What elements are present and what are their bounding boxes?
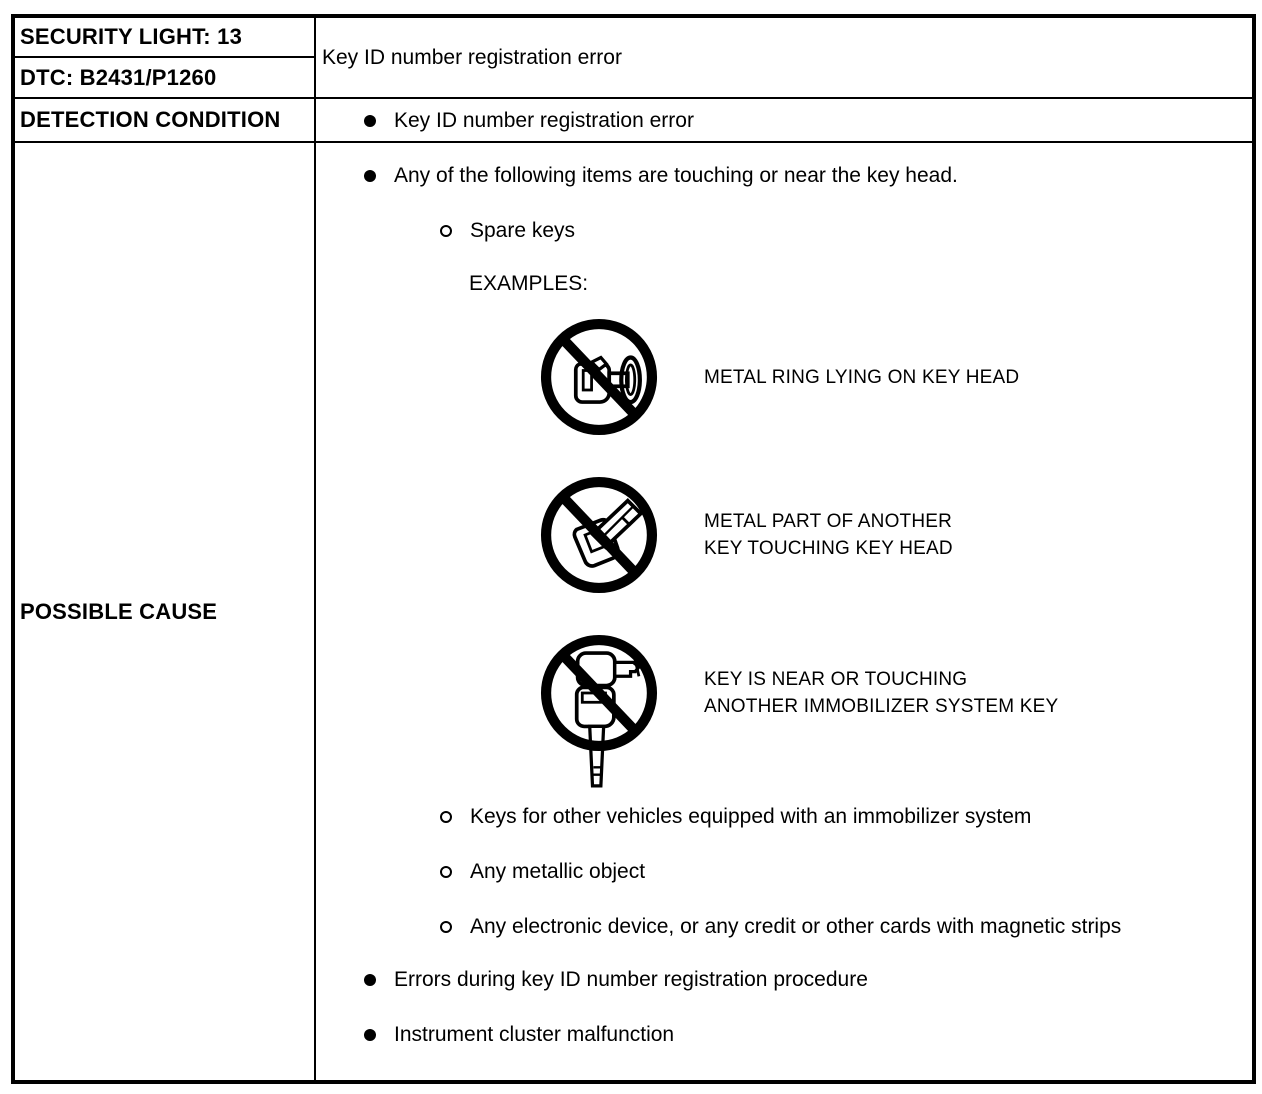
possible-cause-value-cell: Any of the following items are touching … [314, 141, 1255, 1083]
detection-condition-value-cell: Key ID number registration error [314, 97, 1255, 143]
cause-item-registration-errors-text: Errors during key ID number registration… [394, 968, 868, 991]
dtc-description-text: Key ID number registration error [322, 45, 622, 69]
possible-cause-content: Any of the following items are touching … [316, 143, 1252, 1049]
sub-item-metallic-object-text: Any metallic object [470, 860, 646, 883]
examples-label: EXAMPLES: [469, 272, 589, 295]
cause-item-touching: Any of the following items are touching … [364, 161, 1242, 190]
bullet-icon [364, 114, 376, 127]
detection-condition-text: Key ID number registration error [394, 108, 694, 132]
sub-bullet-icon [440, 811, 452, 823]
example-caption: METAL RING LYING ON KEY HEAD [704, 366, 1020, 388]
bullet-icon [364, 974, 376, 986]
example-caption: KEY IS NEAR OR TOUCHING ANOTHER IMMOBILI… [704, 669, 1059, 717]
no-key-near-immobilizer-key-icon [534, 628, 664, 788]
possible-cause-cell: POSSIBLE CAUSE [12, 141, 316, 1083]
bullet-icon [364, 1029, 376, 1041]
table-row: DETECTION CONDITION Key ID number regist… [12, 97, 1255, 143]
cause-item-touching-text: Any of the following items are touching … [394, 164, 958, 187]
table-row: DTC: B2431/P1260 [12, 56, 1254, 99]
example-metal-ring: METAL RING LYING ON KEY HEAD [534, 312, 1242, 442]
no-key-touching-key-head-icon [534, 470, 664, 600]
security-light-cell: SECURITY LIGHT: 13 [12, 15, 316, 58]
example-immobilizer-key: KEY IS NEAR OR TOUCHING ANOTHER IMMOBILI… [534, 628, 1242, 788]
possible-cause-label: POSSIBLE CAUSE [20, 598, 218, 624]
sub-item-spare-keys-text: Spare keys [470, 219, 576, 242]
cause-item-cluster-malfunction-text: Instrument cluster malfunction [394, 1023, 675, 1046]
sub-item-other-vehicle-keys: Keys for other vehicles equipped with an… [440, 802, 1242, 831]
bullet-icon [364, 170, 376, 182]
sub-bullet-icon [440, 225, 452, 237]
sub-item-electronic-device-text: Any electronic device, or any credit or … [470, 915, 1122, 938]
dtc-code-cell: DTC: B2431/P1260 [12, 56, 316, 99]
dtc-diagnostic-table: SECURITY LIGHT: 13 Key ID number registr… [11, 14, 1256, 1084]
cause-item-registration-errors: Errors during key ID number registration… [364, 965, 1242, 994]
detection-condition-cell: DETECTION CONDITION [12, 97, 316, 143]
detection-condition-item: Key ID number registration error [364, 106, 1252, 135]
sub-bullet-icon [440, 921, 452, 933]
sub-item-metallic-object: Any metallic object [440, 857, 1242, 886]
table-row: POSSIBLE CAUSE Any of the following item… [12, 141, 1255, 1083]
example-key-touching: METAL PART OF ANOTHER KEY TOUCHING KEY H… [534, 470, 1242, 600]
no-metal-ring-on-key-head-icon [534, 312, 664, 442]
detection-condition-label: DETECTION CONDITION [20, 107, 281, 132]
security-light-label: SECURITY LIGHT: 13 [20, 24, 243, 49]
sub-bullet-icon [440, 866, 452, 878]
cause-item-cluster-malfunction: Instrument cluster malfunction [364, 1020, 1242, 1049]
dtc-description-cell: Key ID number registration error [314, 15, 1255, 99]
table-row: SECURITY LIGHT: 13 Key ID number registr… [12, 15, 1255, 99]
example-caption: METAL PART OF ANOTHER KEY TOUCHING KEY H… [704, 511, 953, 559]
sub-item-other-vehicle-keys-text: Keys for other vehicles equipped with an… [470, 805, 1032, 828]
sub-item-spare-keys: Spare keys [440, 216, 1242, 245]
sub-item-electronic-device: Any electronic device, or any credit or … [440, 912, 1242, 941]
dtc-code-label: DTC: B2431/P1260 [20, 64, 217, 90]
